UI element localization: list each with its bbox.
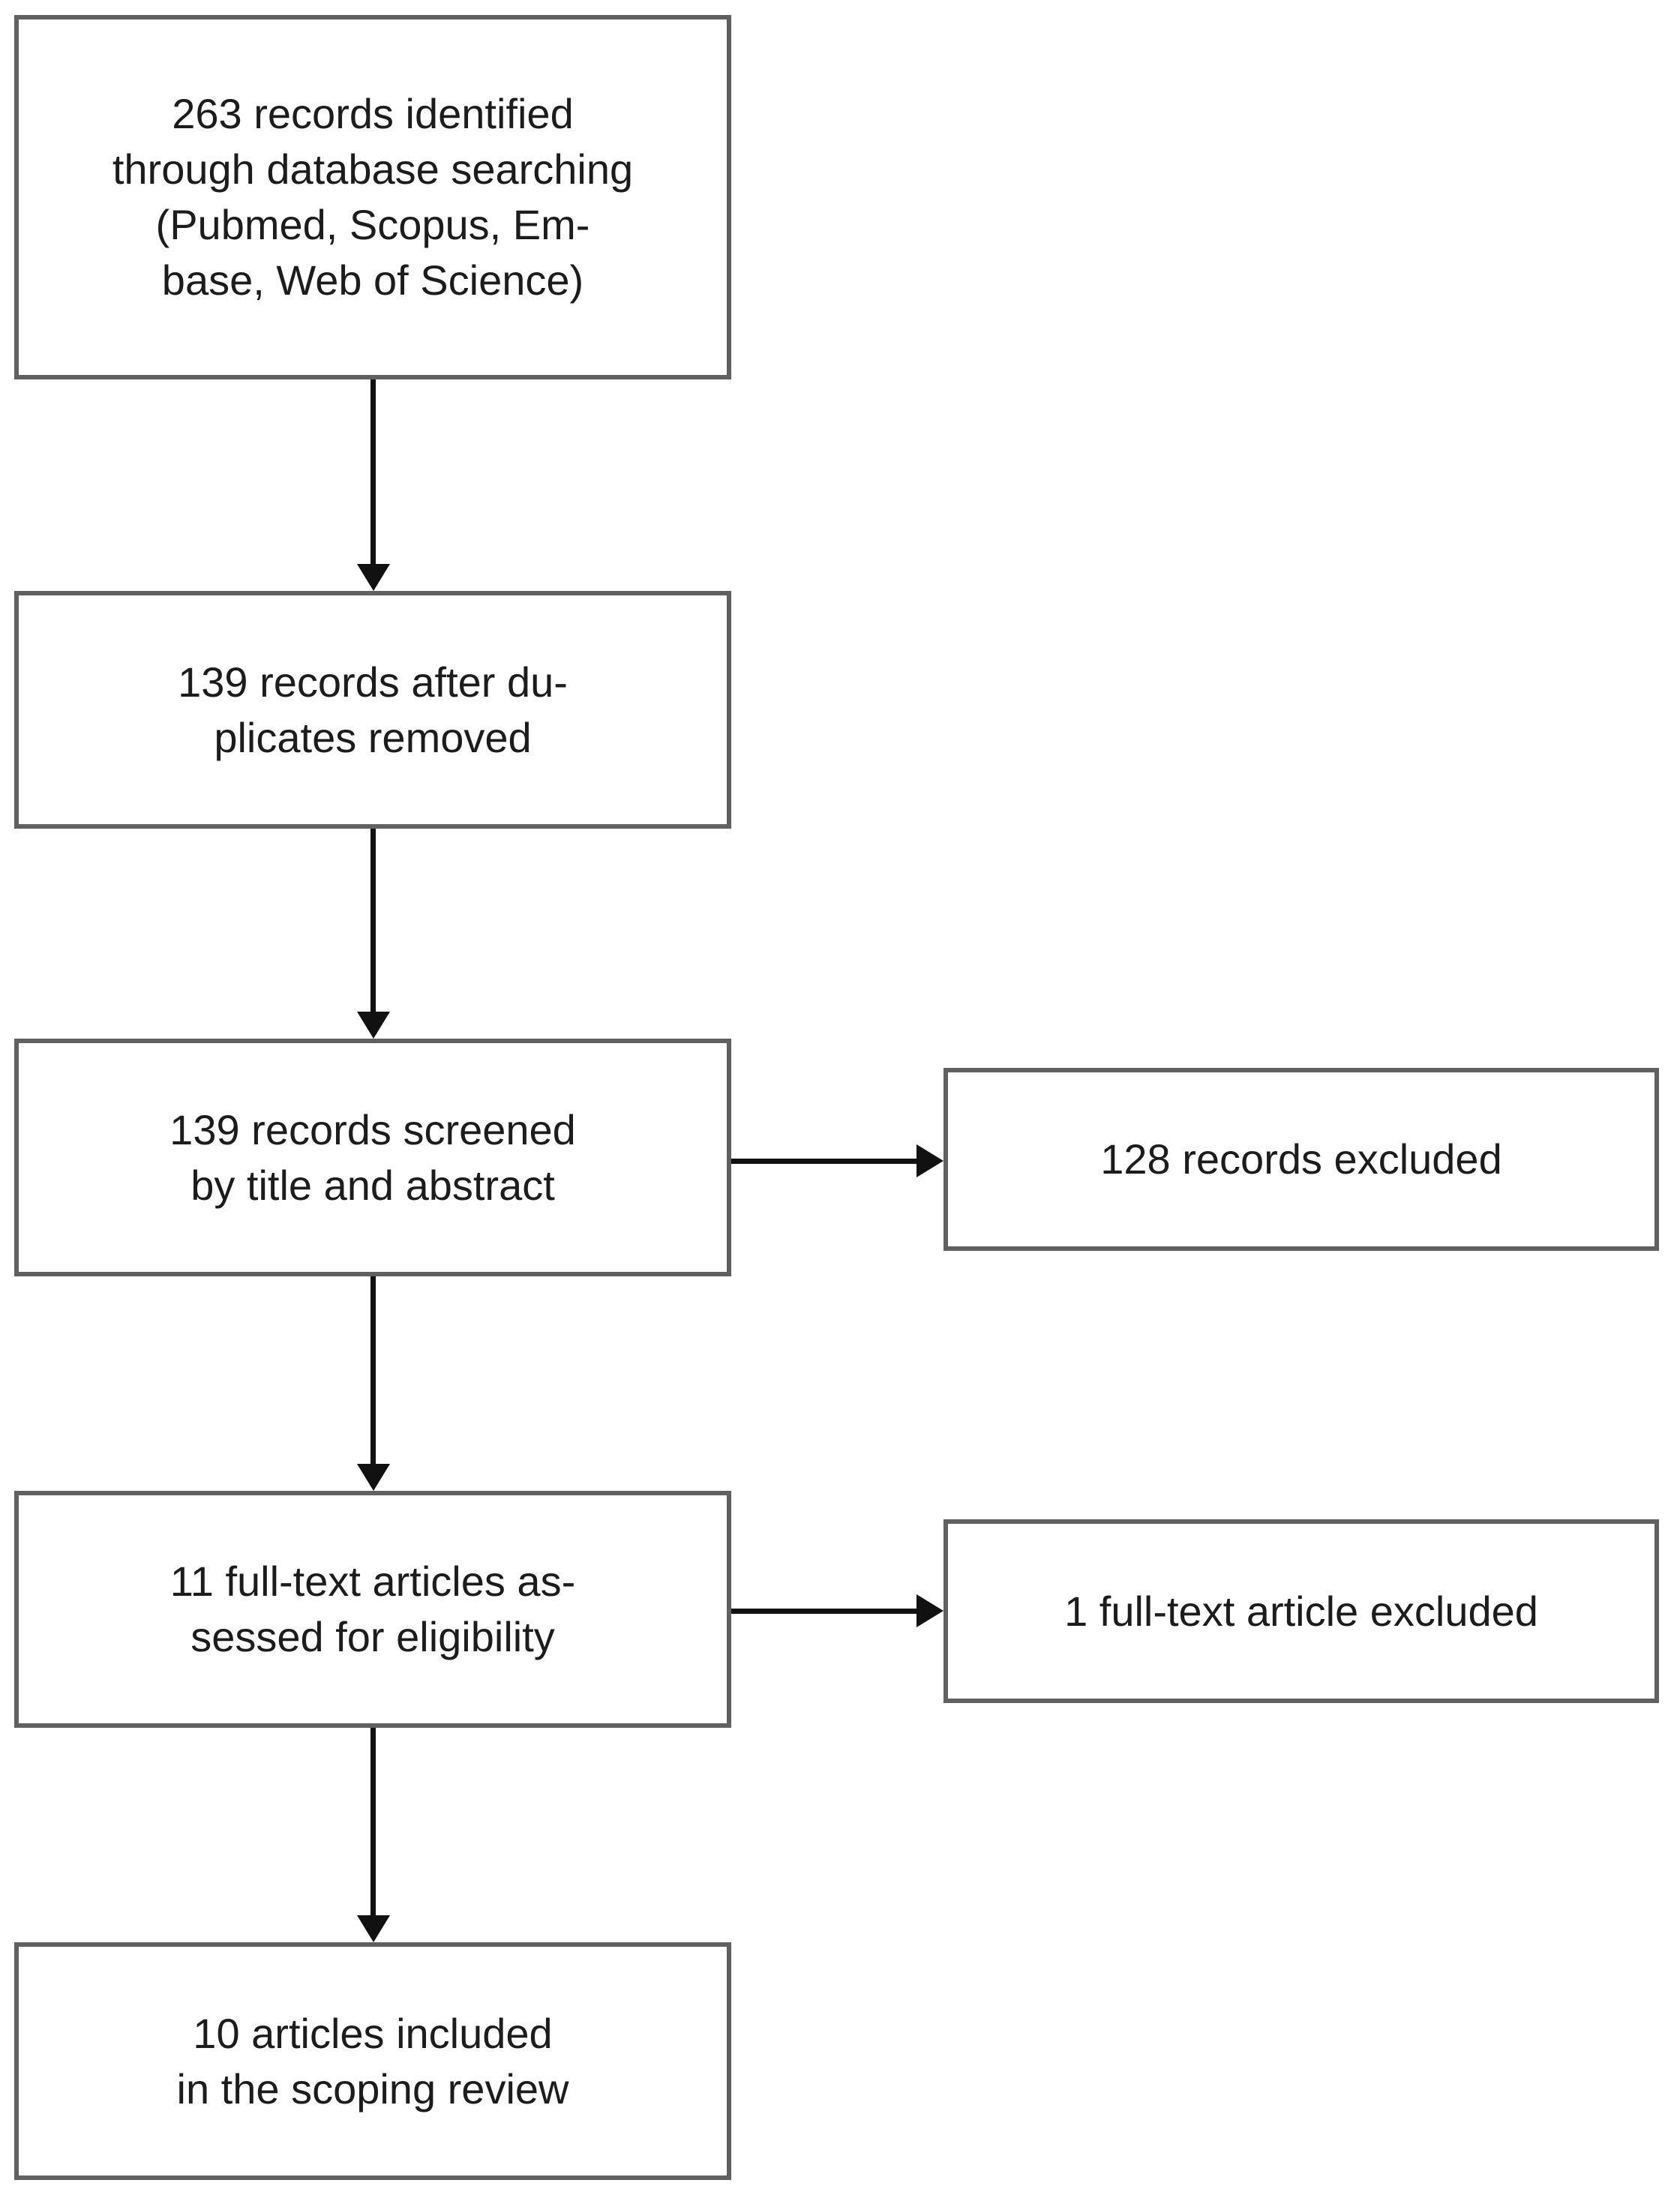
node-text-line: base, Web of Science): [161, 256, 584, 304]
node-text-line: 263 records identified: [172, 90, 574, 137]
arrow-right-icon: [916, 1594, 944, 1627]
node-text-line: 139 records after du-: [178, 658, 568, 706]
node-records-identified: 263 records identified through database …: [14, 15, 731, 379]
arrow-identified-to-dedup-shaft: [370, 379, 376, 565]
arrow-assessed-to-included-shaft: [370, 1728, 376, 1917]
arrow-down-icon: [357, 564, 390, 591]
node-text-line: 11 full-text articles as-: [170, 1558, 576, 1605]
node-text-line: (Pubmed, Scopus, Em-: [155, 201, 590, 248]
node-text-line: plicates removed: [214, 713, 532, 761]
arrow-assessed-to-ftexcluded-shaft: [731, 1609, 918, 1614]
node-text-line: 128 records excluded: [1100, 1135, 1502, 1183]
arrow-down-icon: [357, 1012, 390, 1039]
node-fulltext-assessed: 11 full-text articles as- sessed for eli…: [14, 1491, 731, 1728]
arrow-screened-to-assessed-shaft: [370, 1276, 376, 1465]
node-fulltext-excluded: 1 full-text article excluded: [944, 1519, 1659, 1703]
node-records-screened: 139 records screened by title and abstra…: [14, 1039, 731, 1276]
node-text-line: 1 full-text article excluded: [1064, 1587, 1538, 1635]
node-articles-included: 10 articles included in the scoping revi…: [14, 1942, 731, 2180]
node-text-line: by title and abstract: [190, 1161, 555, 1209]
node-records-after-duplicates: 139 records after du- plicates removed: [14, 591, 731, 829]
node-text-line: 10 articles included: [193, 2009, 553, 2057]
node-text-line: through database searching: [112, 145, 634, 193]
arrow-dedup-to-screened-shaft: [370, 829, 376, 1013]
arrow-down-icon: [357, 1464, 390, 1491]
node-text-line: sessed for eligibility: [190, 1613, 555, 1660]
node-text-line: 139 records screened: [170, 1105, 576, 1153]
node-records-excluded: 128 records excluded: [944, 1068, 1659, 1251]
node-text-line: in the scoping review: [176, 2065, 569, 2113]
arrow-screened-to-excluded-shaft: [731, 1159, 918, 1164]
arrow-right-icon: [916, 1144, 944, 1177]
arrow-down-icon: [357, 1915, 390, 1942]
